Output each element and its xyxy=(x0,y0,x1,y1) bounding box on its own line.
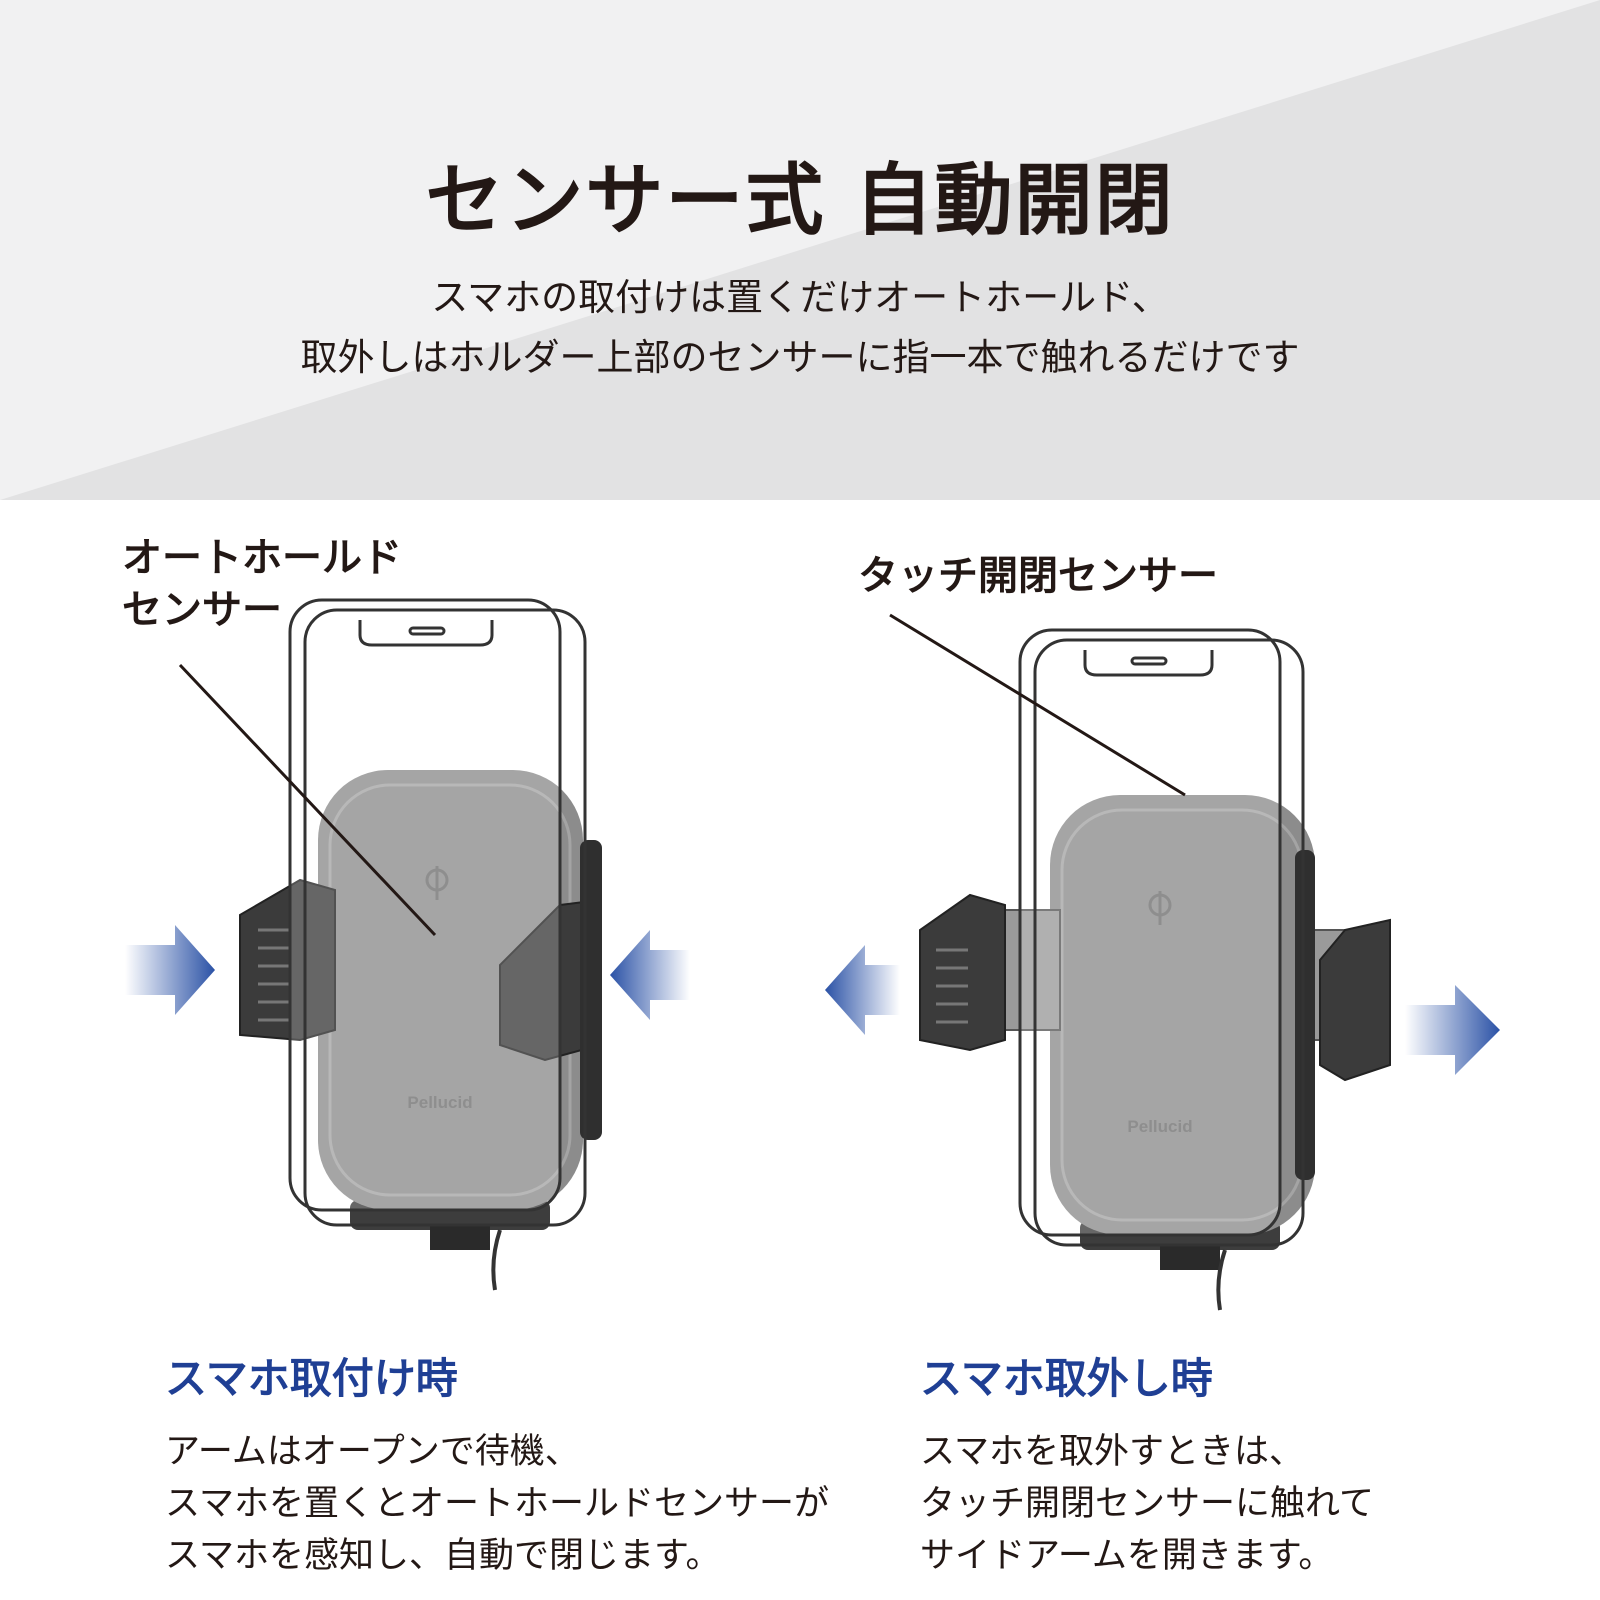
caption-line: スマホを感知し、自動で閉じます。 xyxy=(165,1536,721,1576)
caption-line: スマホを置くとオートホールドセンサーが xyxy=(165,1484,829,1524)
lead-line: 取外しはホルダー上部のセンサーに指一本で触れるだけです xyxy=(300,336,1300,379)
caption-line: タッチ開閉センサーに触れて xyxy=(920,1484,1374,1524)
phone-outline xyxy=(288,598,587,1227)
arrow-out-icon xyxy=(1405,985,1500,1075)
auto-hold-sensor-leader xyxy=(178,663,437,937)
phone-outline xyxy=(1018,628,1305,1247)
callout-line: センサー xyxy=(122,587,282,633)
arrow-in-icon xyxy=(610,930,690,1020)
arrow-in-icon xyxy=(125,925,215,1015)
detach-caption-text: スマホを取外すときは、 タッチ開閉センサーに触れて サイドアームを開きます。 xyxy=(920,1426,1560,1582)
qi-icon xyxy=(1148,891,1172,925)
device-brand: Pellucid xyxy=(1127,1117,1192,1136)
attach-caption-text: アームはオープンで待機、 スマホを置くとオートホールドセンサーが スマホを感知し… xyxy=(165,1426,865,1582)
holder-illustrations: Pellucid xyxy=(125,598,1500,1311)
touch-sensor-label: タッチ開閉センサー xyxy=(858,550,1218,602)
detach-caption-title: スマホ取外し時 xyxy=(920,1354,1213,1403)
callout-line: タッチ開閉センサー xyxy=(858,553,1218,599)
right-side-arm xyxy=(1319,918,1391,1082)
arrow-out-icon xyxy=(825,945,900,1035)
qi-icon xyxy=(425,866,449,900)
attach-caption-title: スマホ取付け時 xyxy=(165,1354,458,1403)
detach-caption: スマホ取外し時 スマホを取外すときは、 タッチ開閉センサーに触れて サイドアーム… xyxy=(920,1345,1560,1582)
right-holder-device: Pellucid xyxy=(825,613,1500,1311)
device-brand: Pellucid xyxy=(407,1093,472,1112)
left-holder-device: Pellucid xyxy=(125,598,690,1291)
page-title: センサー式 自動開閉 xyxy=(425,156,1175,246)
callout-line: オートホールド xyxy=(122,535,402,581)
lead-line: スマホの取付けは置くだけオートホールド、 xyxy=(431,276,1169,319)
caption-line: アームはオープンで待機、 xyxy=(165,1432,580,1472)
lead-text: スマホの取付けは置くだけオートホールド、 取外しはホルダー上部のセンサーに指一本… xyxy=(0,268,1600,388)
auto-hold-sensor-label: オートホールド センサー xyxy=(122,532,402,636)
attach-caption: スマホ取付け時 アームはオープンで待機、 スマホを置くとオートホールドセンサーが… xyxy=(165,1345,865,1582)
left-side-arm xyxy=(919,893,1006,1052)
holder-body xyxy=(1050,795,1315,1235)
touch-sensor-leader xyxy=(889,613,1186,797)
caption-line: サイドアームを開きます。 xyxy=(920,1536,1334,1576)
left-side-arm xyxy=(239,878,336,1042)
caption-line: スマホを取外すときは、 xyxy=(920,1432,1304,1472)
